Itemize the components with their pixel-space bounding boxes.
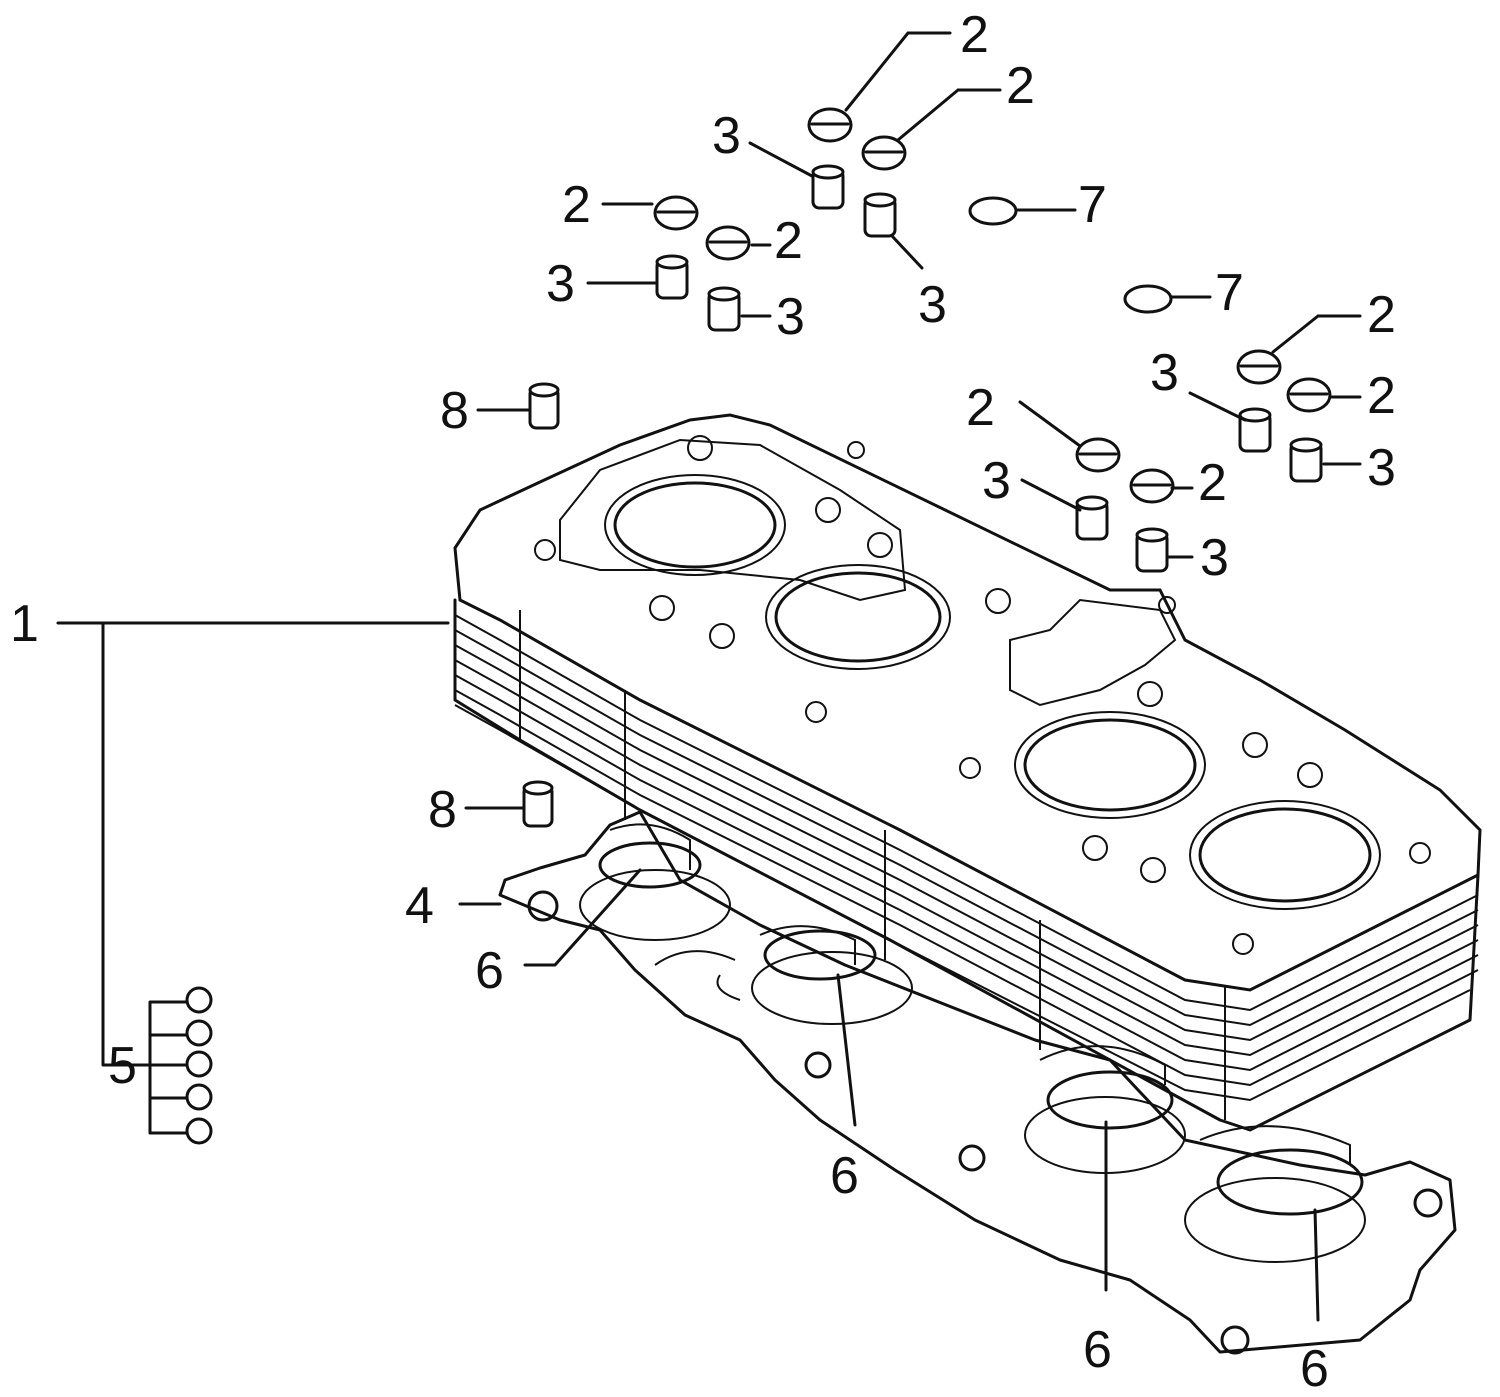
leader-lines bbox=[56, 31, 1362, 1322]
seal bbox=[861, 135, 907, 171]
o-rings bbox=[598, 841, 1364, 1216]
callout-7: 7 bbox=[1215, 264, 1244, 322]
callout-2: 2 bbox=[562, 176, 591, 234]
callout-2: 2 bbox=[1006, 57, 1035, 115]
callout-4: 4 bbox=[405, 877, 434, 935]
callout-3: 3 bbox=[776, 288, 805, 346]
callout-6: 6 bbox=[1083, 1321, 1112, 1379]
callout-6: 6 bbox=[830, 1147, 859, 1205]
callout-6: 6 bbox=[1300, 1340, 1329, 1397]
callout-2: 2 bbox=[966, 379, 995, 437]
valve-seals bbox=[653, 107, 1332, 504]
small-o-rings bbox=[968, 196, 1173, 314]
base-gasket bbox=[498, 810, 1457, 1355]
dowel-pins bbox=[655, 164, 1323, 573]
callout-7: 7 bbox=[1078, 176, 1107, 234]
callout-3: 3 bbox=[918, 276, 947, 334]
seal bbox=[807, 107, 853, 143]
seal bbox=[1236, 349, 1282, 385]
dowel bbox=[1289, 437, 1323, 483]
callout-3: 3 bbox=[1150, 344, 1179, 402]
callout-numbers: 1 2 2 2 2 2 2 2 2 3 3 3 3 3 3 3 3 4 5 6 … bbox=[10, 6, 1396, 1397]
seal bbox=[1075, 437, 1121, 473]
callout-2: 2 bbox=[774, 212, 803, 270]
seal bbox=[1129, 468, 1175, 504]
callout-2: 2 bbox=[1367, 367, 1396, 425]
callout-3: 3 bbox=[546, 255, 575, 313]
seal bbox=[653, 195, 699, 231]
dowel bbox=[1238, 407, 1272, 453]
callout-3: 3 bbox=[712, 107, 741, 165]
knock-pin bbox=[528, 382, 560, 430]
knock-pin bbox=[522, 780, 554, 828]
seal bbox=[705, 225, 751, 261]
screws bbox=[148, 986, 213, 1145]
callout-3: 3 bbox=[1200, 529, 1229, 587]
callout-3: 3 bbox=[1367, 439, 1396, 497]
callout-8: 8 bbox=[440, 382, 469, 440]
callout-5: 5 bbox=[108, 1037, 137, 1095]
dowel bbox=[863, 192, 897, 238]
dowel bbox=[811, 164, 845, 210]
dowel bbox=[707, 286, 741, 332]
dowel bbox=[1075, 495, 1109, 541]
callout-6: 6 bbox=[475, 942, 504, 1000]
callout-8: 8 bbox=[428, 781, 457, 839]
callout-1: 1 bbox=[10, 595, 39, 653]
cylinder-block bbox=[453, 413, 1482, 1132]
knock-pins bbox=[522, 382, 560, 828]
dowel bbox=[655, 254, 689, 300]
callout-2: 2 bbox=[1198, 454, 1227, 512]
seal bbox=[1286, 377, 1332, 413]
callout-2: 2 bbox=[1367, 286, 1396, 344]
callout-3: 3 bbox=[982, 452, 1011, 510]
dowel bbox=[1135, 527, 1169, 573]
callout-2: 2 bbox=[960, 6, 989, 64]
